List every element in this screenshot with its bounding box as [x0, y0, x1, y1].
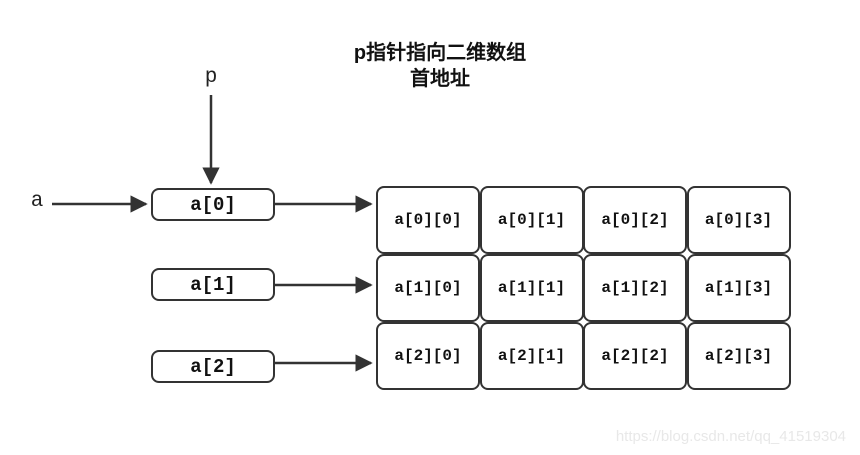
pointer-box-a0: a[0] [151, 188, 275, 221]
grid-cell-1-0: a[1][0] [376, 254, 480, 322]
grid-cell-1-3: a[1][3] [686, 254, 791, 322]
diagram-title-line1: p指针指向二维数组 [353, 42, 527, 64]
grid-cell-0-3: a[0][3] [686, 186, 791, 254]
diagram-title: p指针指向二维数组 首地址 [280, 40, 600, 92]
diagram-title-line2: 首地址 [410, 68, 470, 90]
watermark-text: https://blog.csdn.net/qq_41519304 [615, 428, 846, 445]
grid-cell-0-1: a[0][1] [479, 186, 584, 254]
array-a-label: a [30, 190, 44, 213]
grid-cell-2-1: a[2][1] [479, 322, 584, 390]
grid-cell-0-0: a[0][0] [376, 186, 480, 254]
grid-cell-2-3: a[2][3] [686, 322, 791, 390]
grid-cell-0-2: a[0][2] [583, 186, 687, 254]
grid-cell-2-2: a[2][2] [583, 322, 687, 390]
grid-cell-1-2: a[1][2] [583, 254, 687, 322]
grid-cell-2-0: a[2][0] [376, 322, 480, 390]
pointer-p-label: p [204, 66, 218, 89]
pointer-box-a2: a[2] [151, 350, 275, 383]
grid-cell-1-1: a[1][1] [479, 254, 584, 322]
pointer-box-a1: a[1] [151, 268, 275, 301]
